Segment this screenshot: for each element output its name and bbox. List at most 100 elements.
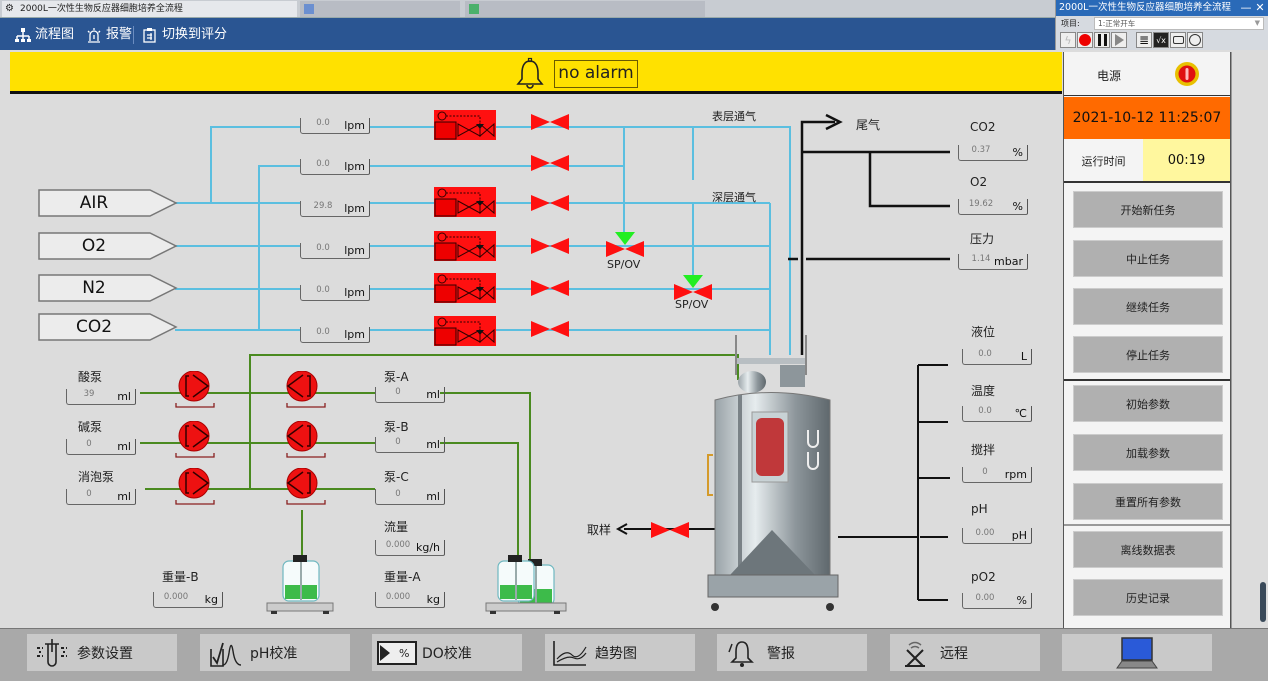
close-button[interactable]: ✕: [1255, 1, 1265, 14]
remote-button[interactable]: 远程: [890, 634, 1040, 671]
menu-switch-scoring[interactable]: 切换到评分: [142, 25, 227, 45]
continue-task-button[interactable]: 继续任务: [1073, 288, 1223, 325]
gas-source-co2[interactable]: [38, 313, 178, 341]
readout-unit: L: [1020, 350, 1027, 363]
reset-all-params-button[interactable]: 重置所有参数: [1073, 483, 1223, 520]
readout-unit: ℃: [1014, 407, 1027, 420]
gas-valve[interactable]: [531, 155, 569, 171]
menu-flowchart[interactable]: 流程图: [15, 25, 74, 45]
alarm-button[interactable]: 警报: [717, 634, 867, 671]
history-button[interactable]: 历史记录: [1073, 579, 1223, 616]
tab-inactive[interactable]: [465, 1, 705, 17]
pause-button[interactable]: [1094, 32, 1110, 48]
readout-unit: lpm: [344, 286, 365, 299]
scroll-strip: [1231, 52, 1268, 628]
readout-unit: kg/h: [415, 541, 440, 554]
spov-valve-2[interactable]: [674, 275, 712, 300]
gas-valve[interactable]: [531, 321, 569, 337]
runtime-label: 运行时间: [1064, 139, 1143, 181]
readout-unit: %: [1012, 146, 1023, 159]
pump-b[interactable]: [285, 421, 329, 461]
power-row: 电源: [1064, 52, 1230, 96]
readout-unit: %: [1012, 200, 1023, 213]
initial-params-button[interactable]: 初始参数: [1073, 385, 1223, 422]
probe-settings-icon: [37, 638, 67, 667]
camera-button[interactable]: [1170, 32, 1186, 48]
abort-task-button[interactable]: 中止任务: [1073, 240, 1223, 277]
bottom-toolbar: 参数设置 pH校准 % DO校准 趋势图 警报 远程: [0, 628, 1268, 681]
menu-alarm[interactable]: 报警: [86, 25, 132, 45]
readout-value: 0.000: [385, 592, 411, 602]
sensor-lines: [838, 364, 950, 601]
acid-pump[interactable]: [174, 371, 218, 411]
mass-flow-controller[interactable]: [434, 273, 496, 303]
gas-valve[interactable]: [531, 195, 569, 211]
gas-source-o2[interactable]: [38, 232, 178, 260]
mass-flow-controller[interactable]: [434, 316, 496, 346]
ph-calibration-icon: [210, 642, 242, 667]
play-button[interactable]: [1111, 32, 1127, 48]
load-params-button[interactable]: 加载参数: [1073, 434, 1223, 471]
runtime-value: 00:19: [1143, 139, 1230, 181]
readout-value: 0.0: [316, 285, 330, 295]
readout-unit: ml: [117, 490, 131, 503]
readout-value: 0: [395, 437, 401, 447]
gas-valve[interactable]: [531, 280, 569, 296]
readout-value: 0.0: [978, 349, 992, 359]
gas-source-air[interactable]: [38, 189, 178, 217]
stop-task-button[interactable]: 停止任务: [1073, 336, 1223, 373]
sampling-valve[interactable]: [651, 522, 689, 538]
button-label: pH校准: [250, 645, 298, 662]
readout-unit: %: [1016, 594, 1027, 607]
gas-valve[interactable]: [531, 114, 569, 130]
pump-a[interactable]: [285, 371, 329, 411]
pump-c[interactable]: [285, 468, 329, 508]
mass-flow-controller[interactable]: [434, 110, 496, 140]
param-settings-button[interactable]: 参数设置: [27, 634, 177, 671]
process-diagram: [140, 113, 950, 601]
antifoam-pump[interactable]: [174, 468, 218, 508]
list-button[interactable]: ≣: [1136, 32, 1152, 48]
lightning-button[interactable]: ϟ: [1060, 32, 1076, 48]
clock-button[interactable]: [1187, 32, 1203, 48]
divider: [1064, 181, 1230, 183]
laptop-button[interactable]: [1062, 634, 1212, 671]
bioreactor-vessel[interactable]: [700, 330, 845, 615]
mass-flow-controller[interactable]: [434, 231, 496, 261]
gas-valve[interactable]: [531, 238, 569, 254]
readout-unit: rpm: [1004, 468, 1027, 481]
project-select[interactable]: 1:正常开车 ▼: [1094, 17, 1264, 30]
analyzer-label: CO2: [970, 120, 996, 134]
base-pump[interactable]: [174, 421, 218, 461]
power-button[interactable]: [1174, 61, 1200, 87]
readout-value: 0.37: [971, 145, 991, 155]
readout-value: 19.62: [968, 199, 994, 209]
button-label: 趋势图: [595, 645, 637, 662]
offline-data-button[interactable]: 离线数据表: [1073, 531, 1223, 568]
trend-chart-button[interactable]: 趋势图: [545, 634, 695, 671]
start-new-task-button[interactable]: 开始新任务: [1073, 191, 1223, 228]
spov-valve-1[interactable]: [606, 232, 644, 257]
tab-active[interactable]: ⚙ 2000L一次性生物反应器细胞培养全流程: [2, 1, 297, 17]
ph-calibration-button[interactable]: pH校准: [200, 634, 350, 671]
minimize-button[interactable]: —: [1240, 1, 1252, 14]
flowchart-icon: [15, 28, 31, 42]
scrollbar-handle[interactable]: [1260, 582, 1266, 622]
menu-label: 流程图: [35, 27, 75, 42]
readout-unit: ml: [117, 440, 131, 453]
readout-value: 0.0: [316, 327, 330, 337]
tab-inactive[interactable]: [300, 1, 460, 17]
record-button[interactable]: [1077, 32, 1093, 48]
formula-button[interactable]: √x: [1153, 32, 1169, 48]
gas-source-n2[interactable]: [38, 274, 178, 302]
do-calibration-button[interactable]: % DO校准: [372, 634, 522, 671]
clipboard-icon: [143, 28, 156, 43]
readout-value: 0: [982, 467, 988, 477]
readout-value: 0: [395, 489, 401, 499]
mass-flow-controller[interactable]: [434, 187, 496, 217]
